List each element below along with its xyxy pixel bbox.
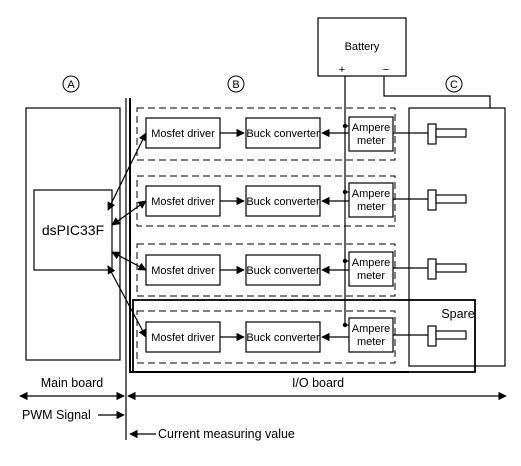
main-board-label: Main board xyxy=(41,376,104,390)
channel-2: Mosfet driver Buck converter Ampere mete… xyxy=(136,175,467,227)
channel-1: Mosfet driver Buck converter Ampere mete… xyxy=(136,107,467,161)
mosfet-driver-box xyxy=(145,117,221,149)
controller-label: dsPIC33F xyxy=(42,222,104,238)
battery-block: Battery + − xyxy=(317,17,407,77)
buck-converter-label: Buck converter xyxy=(246,265,320,277)
svg-text:meter: meter xyxy=(357,201,385,213)
battery-minus: − xyxy=(383,64,389,76)
battery-plus: + xyxy=(339,64,345,76)
svg-text:A: A xyxy=(67,79,75,91)
svg-text:Ampere: Ampere xyxy=(352,323,391,335)
pwm-signal-label: PWM Signal xyxy=(22,408,91,422)
battery-label: Battery xyxy=(345,41,380,53)
mosfet-driver-label: Mosfet driver xyxy=(151,332,215,344)
svg-text:B: B xyxy=(232,79,239,91)
io-board-label: I/O board xyxy=(292,376,344,390)
main-board-span: Main board xyxy=(19,376,125,401)
buck-converter-label: Buck converter xyxy=(246,196,320,208)
marker-b: B xyxy=(227,75,245,93)
battery-negative-wire xyxy=(383,76,491,118)
mosfet-driver-label: Mosfet driver xyxy=(151,128,215,140)
buck-converter-label: Buck converter xyxy=(246,332,320,344)
pwm-signal-indicator: PWM Signal xyxy=(22,408,125,422)
mosfet-driver-box xyxy=(145,185,221,217)
buck-converter-box xyxy=(245,117,321,149)
marker-a: A xyxy=(62,75,80,93)
controller-box xyxy=(33,189,113,271)
current-value-indicator: Current measuring value xyxy=(129,427,295,441)
svg-text:meter: meter xyxy=(357,135,385,147)
spare-label: Spare xyxy=(441,307,474,321)
controller-links xyxy=(107,132,147,338)
marker-c: C xyxy=(445,75,463,93)
ampere-meter-box xyxy=(348,116,394,152)
svg-text:meter: meter xyxy=(357,270,385,282)
ampere-meter-box xyxy=(348,182,394,218)
mosfet-driver-label: Mosfet driver xyxy=(151,196,215,208)
svg-text:Ampere: Ampere xyxy=(352,257,391,269)
ampere-meter-box xyxy=(348,251,394,287)
io-board-span: I/O board xyxy=(127,376,507,401)
buck-converter-box xyxy=(245,185,321,217)
channel-3: Mosfet driver Buck converter Ampere mete… xyxy=(136,243,467,297)
section-c-box xyxy=(408,107,506,367)
svg-text:C: C xyxy=(450,79,458,91)
current-value-label: Current measuring value xyxy=(158,427,295,441)
buck-converter-box xyxy=(245,321,321,353)
svg-text:Ampere: Ampere xyxy=(352,122,391,134)
buck-converter-label: Buck converter xyxy=(246,128,320,140)
mosfet-driver-label: Mosfet driver xyxy=(151,265,215,277)
buck-converter-box xyxy=(245,254,321,286)
svg-text:Ampere: Ampere xyxy=(352,188,391,200)
svg-text:meter: meter xyxy=(357,336,385,348)
